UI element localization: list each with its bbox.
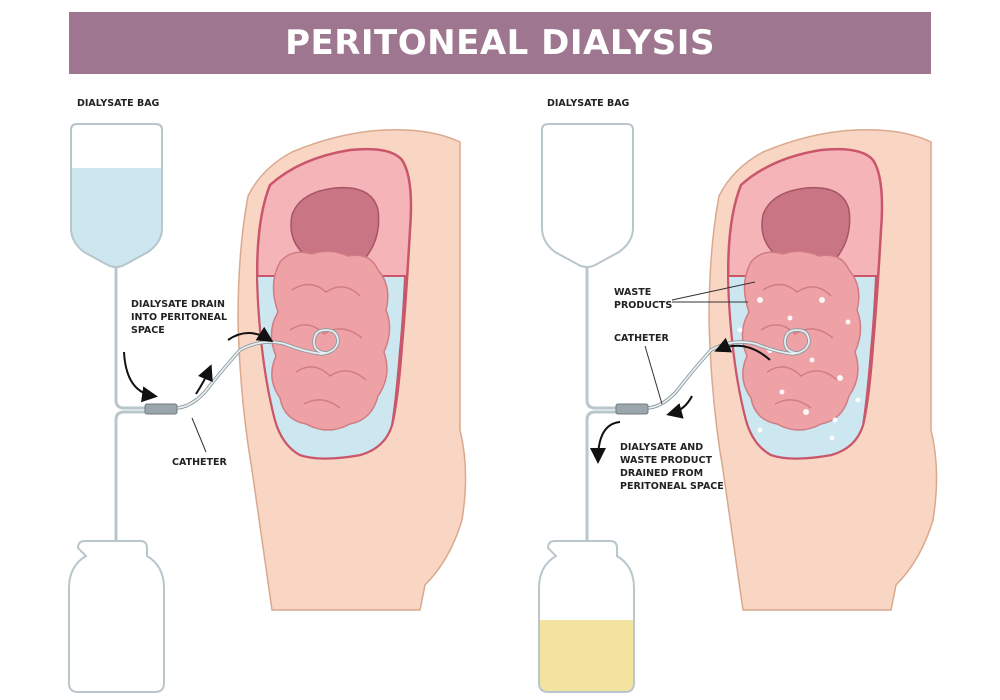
right-process-label: DIALYSATE AND WASTE PRODUCT DRAINED FROM…	[620, 442, 724, 492]
arrow-down-right	[123, 351, 158, 403]
right-catheter-label: CATHETER	[614, 333, 669, 344]
waste-particles	[737, 297, 861, 441]
dialysate-bag-full	[70, 123, 163, 268]
intestines	[270, 250, 391, 431]
right-panel	[538, 123, 938, 693]
arrow-down-left	[666, 395, 693, 419]
left-bag-label: DIALYSATE BAG	[77, 98, 160, 109]
catheter-connector-right	[615, 403, 649, 415]
intestines-right	[741, 250, 862, 431]
arrow-into-body	[227, 326, 274, 343]
dialysate-bag-empty	[541, 123, 634, 268]
left-panel	[68, 123, 467, 693]
catheter-connector	[144, 403, 178, 415]
right-bag-label: DIALYSATE BAG	[547, 98, 630, 109]
right-waste-label: WASTE PRODUCTS	[614, 287, 673, 311]
tubing	[114, 268, 145, 545]
drain-bag-waste	[538, 540, 635, 693]
title-banner: PERITONEAL DIALYSIS	[69, 12, 931, 74]
tubing-right	[585, 268, 616, 545]
arrow-out-of-body	[714, 337, 771, 361]
page-title: PERITONEAL DIALYSIS	[285, 23, 715, 63]
left-process-label: DIALYSATE DRAIN INTO PERITONEAL SPACE	[131, 299, 228, 336]
catheter-pointer-line-right	[644, 345, 663, 405]
catheter-pointer-line	[191, 417, 207, 453]
left-catheter-label: CATHETER	[172, 457, 227, 468]
drain-bag-empty	[68, 540, 165, 693]
waste-pointer-line-1	[671, 281, 756, 301]
arrow-up	[195, 364, 213, 395]
arrow-down	[590, 421, 621, 464]
